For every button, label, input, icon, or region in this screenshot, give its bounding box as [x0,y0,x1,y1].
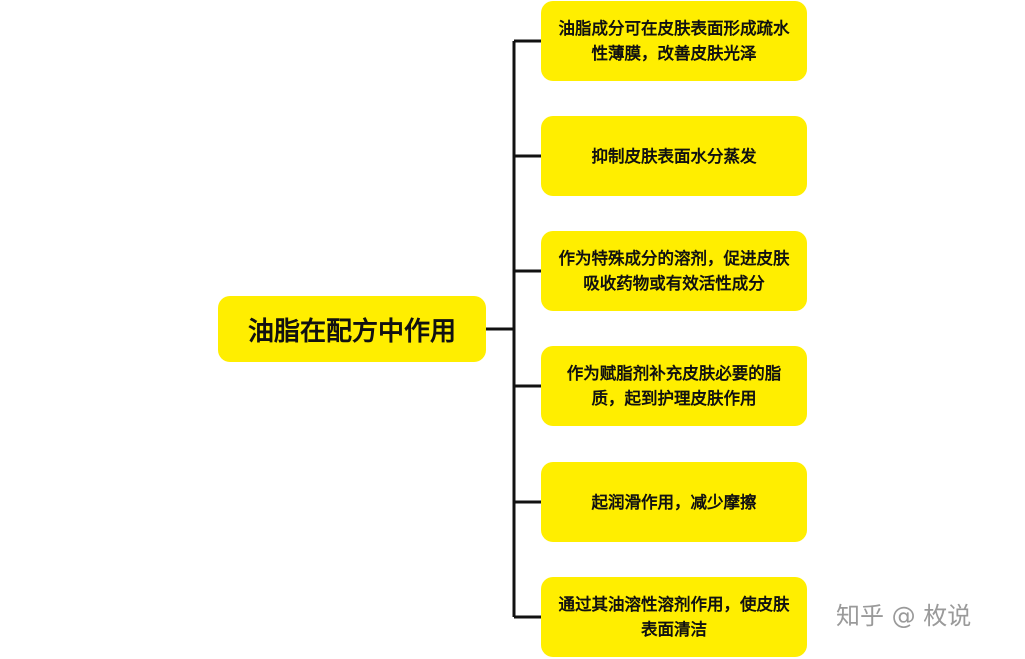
branch-label-4: 作为赋脂剂补充皮肤必要的脂质，起到护理皮肤作用 [566,364,782,408]
branch-node-1: 油脂成分可在皮肤表面形成疏水性薄膜，改善皮肤光泽 [541,1,807,81]
root-node: 油脂在配方中作用 [218,296,486,362]
branch-label-3: 作为特殊成分的溶剂，促进皮肤吸收药物或有效活性成分 [558,249,790,293]
branch-label-1: 油脂成分可在皮肤表面形成疏水性薄膜，改善皮肤光泽 [558,19,790,63]
watermark: 知乎 @ 枚说 [836,602,972,630]
branch-node-4: 作为赋脂剂补充皮肤必要的脂质，起到护理皮肤作用 [541,346,807,426]
branch-label-2: 抑制皮肤表面水分蒸发 [591,146,757,166]
branch-node-5: 起润滑作用，减少摩擦 [541,462,807,542]
branch-node-2: 抑制皮肤表面水分蒸发 [541,116,807,196]
branch-node-6: 通过其油溶性溶剂作用，使皮肤表面清洁 [541,577,807,657]
branch-label-5: 起润滑作用，减少摩擦 [591,492,757,512]
branch-node-3: 作为特殊成分的溶剂，促进皮肤吸收药物或有效活性成分 [541,231,807,311]
root-label: 油脂在配方中作用 [247,316,456,347]
branch-label-6: 通过其油溶性溶剂作用，使皮肤表面清洁 [558,595,790,639]
